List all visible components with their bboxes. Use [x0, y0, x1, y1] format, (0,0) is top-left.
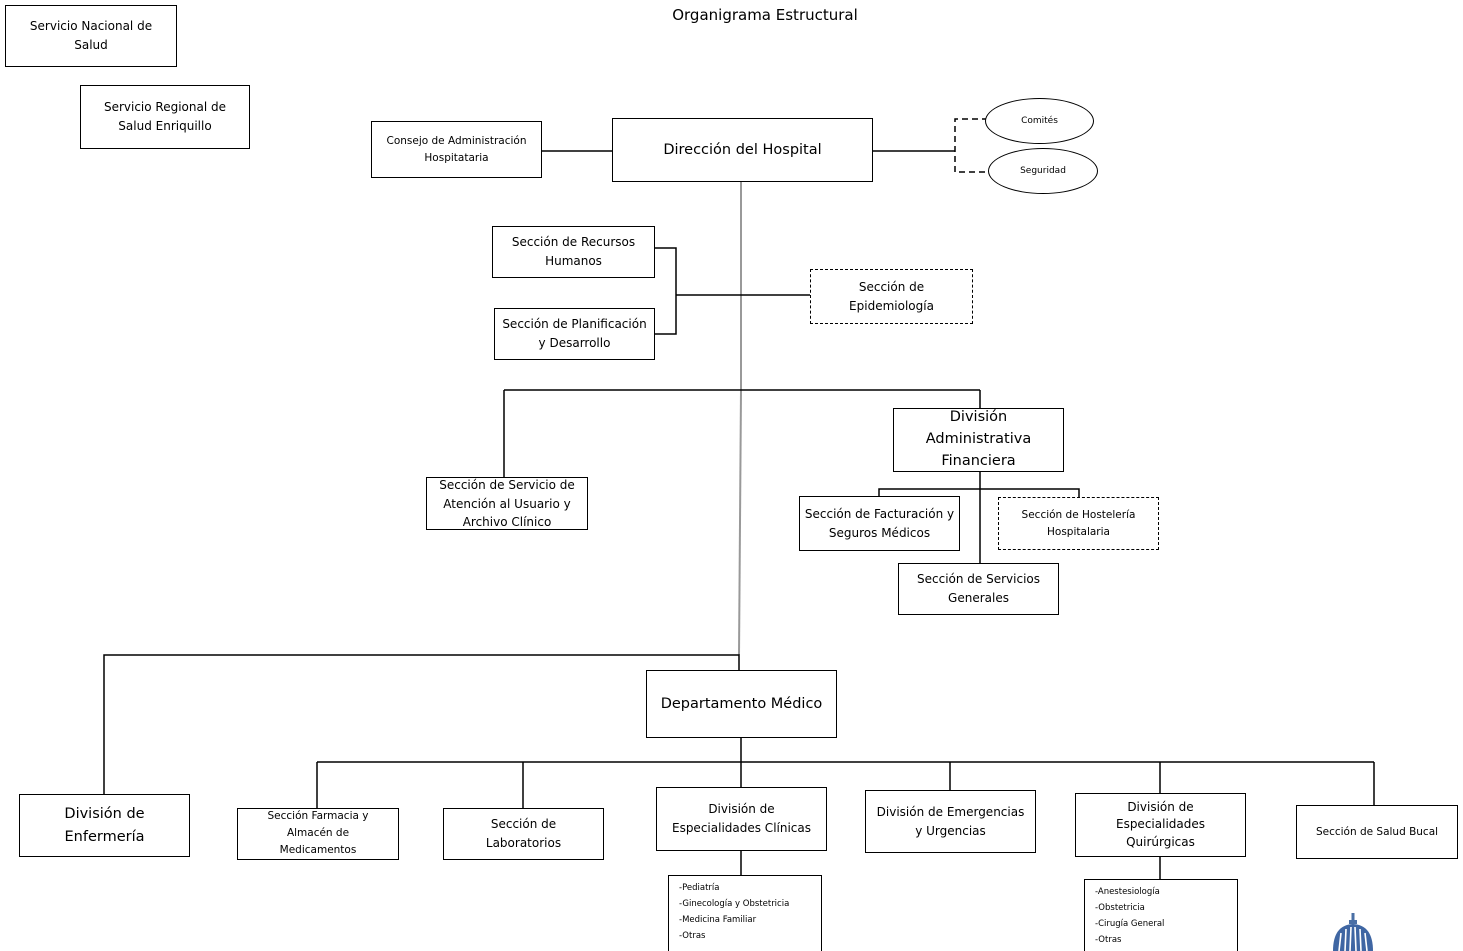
- box-epidemiologia: Sección de Epidemiología: [810, 269, 973, 324]
- box-servicio-nacional: Servicio Nacional de Salud: [5, 5, 177, 67]
- chart-subtitle: Organigrama Estructural: [672, 6, 858, 24]
- box-label: Servicio Nacional de Salud: [29, 19, 153, 52]
- box-especialidades-quirurgicas: División de Especialidades Quirúrgicas: [1075, 793, 1246, 857]
- box-emergencias: División de Emergencias y Urgencias: [865, 790, 1036, 853]
- box-label: División de Especialidades Clínicas: [671, 802, 811, 835]
- box-label: Sección de Planificación y Desarrollo: [502, 317, 647, 350]
- list-item: -Medicina Familiar: [679, 915, 757, 925]
- box-division-administrativa: División Administrativa Financiera: [893, 408, 1064, 472]
- ellipse-comites: Comités: [985, 98, 1094, 144]
- list-item: -Pediatría: [679, 883, 720, 893]
- box-label: Departamento Médico: [660, 695, 823, 712]
- box-servicio-regional: Servicio Regional de Salud Enriquillo: [80, 85, 250, 149]
- box-label: Sección de Servicio de Atención al Usuar…: [439, 478, 575, 530]
- list-especialidades-clinicas: -Pediatría -Ginecología y Obstetricia -M…: [668, 875, 822, 951]
- box-label: Consejo de Administración Hospitataria: [386, 135, 527, 164]
- box-departamento-medico: Departamento Médico: [646, 670, 837, 738]
- box-label: Sección de Servicios Generales: [917, 572, 1040, 605]
- box-label: Sección de Salud Bucal: [1315, 825, 1439, 838]
- box-planificacion: Sección de Planificación y Desarrollo: [494, 308, 655, 360]
- box-label: Sección de Epidemiología: [849, 279, 934, 313]
- box-especialidades-clinicas: División de Especialidades Clínicas: [656, 787, 827, 851]
- ellipse-seguridad: Seguridad: [988, 148, 1098, 194]
- box-label: División de Emergencias y Urgencias: [876, 804, 1025, 838]
- box-consejo: Consejo de Administración Hospitataria: [371, 121, 542, 178]
- box-atencion-usuario: Sección de Servicio de Atención al Usuar…: [426, 477, 588, 530]
- box-label: División de Enfermería: [64, 806, 145, 845]
- box-enfermeria: División de Enfermería: [19, 794, 190, 857]
- box-label: Sección Farmacia y Almacén de Medicament…: [267, 810, 369, 856]
- box-label: Dirección del Hospital: [663, 141, 822, 158]
- box-facturacion: Sección de Facturación y Seguros Médicos: [799, 496, 960, 551]
- box-label: Sección de Hostelería Hospitalaria: [1021, 509, 1136, 538]
- box-direccion: Dirección del Hospital: [612, 118, 873, 182]
- dome-logo-icon: [1333, 913, 1373, 951]
- box-laboratorios: Sección de Laboratorios: [443, 808, 604, 860]
- box-label: Sección de Recursos Humanos: [511, 235, 636, 268]
- box-label: División de Especialidades Quirúrgicas: [1115, 799, 1205, 849]
- list-item: -Otras: [679, 931, 706, 941]
- box-salud-bucal: Sección de Salud Bucal: [1296, 805, 1458, 859]
- list-item: -Anestesiología: [1095, 887, 1160, 897]
- box-label: Servicio Regional de Salud Enriquillo: [103, 100, 227, 133]
- list-item: -Cirugía General: [1095, 919, 1165, 929]
- box-servicios-generales: Sección de Servicios Generales: [898, 563, 1059, 615]
- list-item: -Otras: [1095, 935, 1122, 945]
- box-label: Sección de Laboratorios: [485, 817, 562, 850]
- list-item: -Ginecología y Obstetricia: [679, 899, 790, 909]
- box-farmacia: Sección Farmacia y Almacén de Medicament…: [237, 808, 399, 860]
- box-hosteleria: Sección de Hostelería Hospitalaria: [998, 497, 1159, 550]
- list-especialidades-quirurgicas: -Anestesiología -Obstetricia -Cirugía Ge…: [1084, 879, 1238, 951]
- box-label: División Administrativa Financiera: [925, 409, 1032, 469]
- list-item: -Obstetricia: [1095, 903, 1145, 913]
- box-label: Sección de Facturación y Seguros Médicos: [804, 506, 955, 540]
- box-recursos-humanos: Sección de Recursos Humanos: [492, 226, 655, 278]
